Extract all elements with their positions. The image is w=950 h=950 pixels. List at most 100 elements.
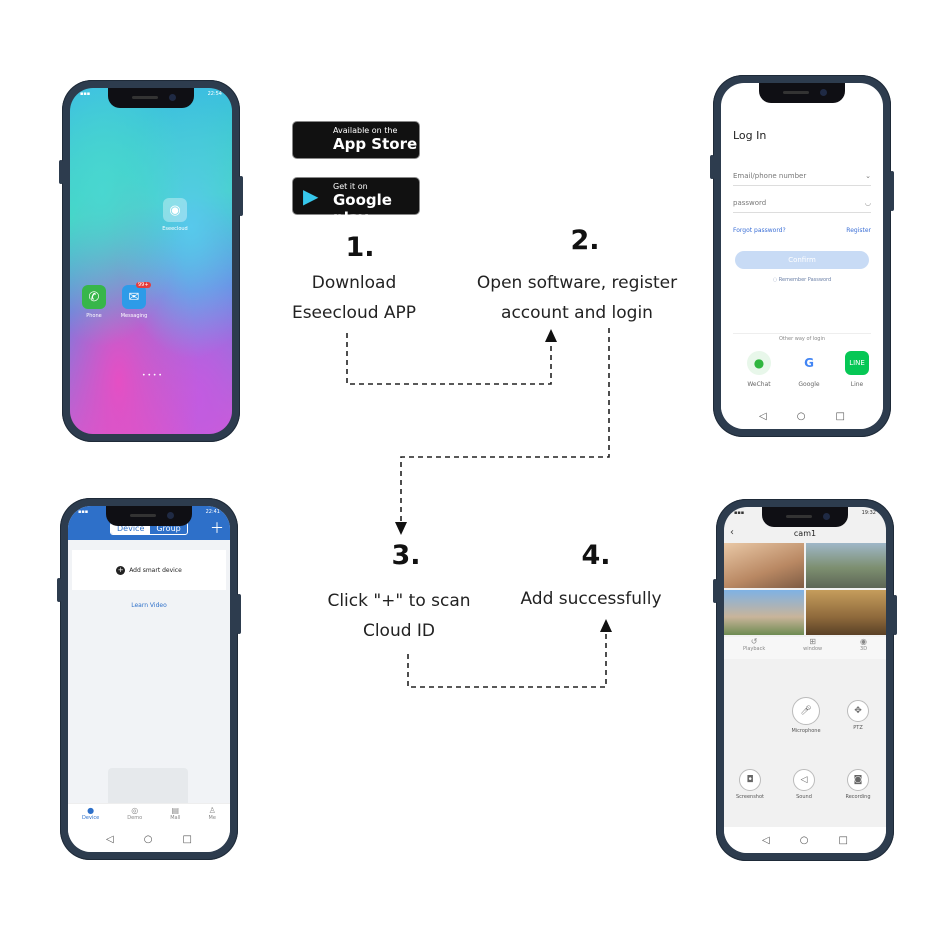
phone-device-list-screen: ▪▪▪22:41 Device Group ＋ + Add smart devi… <box>57 498 241 860</box>
add-smart-device-button[interactable]: + Add smart device <box>72 550 226 590</box>
arrowhead-down-2 <box>395 522 407 535</box>
google-label: Google <box>798 381 820 388</box>
sound-button[interactable]: ◁Sound <box>784 769 824 800</box>
chevron-down-icon: ⌄ <box>865 172 871 180</box>
speaker-icon: ◁ <box>793 769 815 791</box>
camera-title: cam1 <box>793 529 817 538</box>
messaging-badge: 99+ <box>136 282 151 288</box>
google-icon[interactable]: G <box>797 351 821 375</box>
home-icon[interactable]: ○ <box>143 833 153 845</box>
status-time: 22:54 <box>207 91 222 97</box>
status-time: 22:41 <box>205 509 220 515</box>
app-store-badge[interactable]: Available on the App Store <box>292 121 420 159</box>
check-circle-icon: ◌ <box>772 277 779 283</box>
window-button[interactable]: ⊞window <box>803 637 823 652</box>
android-navbar: ◁ ○ □ <box>721 403 883 429</box>
step-4-number: 4. <box>581 540 611 571</box>
recording-button[interactable]: ◙Recording <box>838 769 878 800</box>
mall-icon: ▤ <box>171 806 180 815</box>
arrow-3-to-4 <box>407 632 607 688</box>
eseecloud-app-icon[interactable]: ◉ <box>163 198 187 222</box>
microphone-icon: 🎤︎ <box>792 697 820 725</box>
back-icon[interactable]: ◁ <box>762 834 770 846</box>
camera-view-living-room[interactable] <box>724 543 804 588</box>
tab-device[interactable]: Device <box>111 523 151 534</box>
playback-button[interactable]: ↺Playback <box>742 637 766 652</box>
ptz-button[interactable]: ✥PTZ <box>838 700 878 731</box>
arrowhead-up-1 <box>545 329 557 342</box>
camera-view-house[interactable] <box>724 590 804 635</box>
eye-icon[interactable]: ◡ <box>864 199 871 207</box>
microphone-button[interactable]: 🎤︎Microphone <box>786 697 826 734</box>
playback-icon: ↺ <box>750 637 758 646</box>
recents-icon[interactable]: □ <box>835 410 845 422</box>
wechat-label: WeChat <box>747 381 771 388</box>
phone-app-label: Phone <box>86 313 102 319</box>
tab-bar-mall[interactable]: ▤Mall <box>170 806 181 821</box>
camera-grid <box>724 543 886 635</box>
screenshot-button[interactable]: ◘Screenshot <box>730 769 770 800</box>
messaging-app-label: Messaging <box>120 313 148 319</box>
password-field[interactable]: password◡ <box>733 194 871 213</box>
step-1-number: 1. <box>345 232 375 263</box>
bottom-tab-bar: ●Device ◎Demo ▤Mall ♙Me <box>68 803 230 826</box>
learn-video-link[interactable]: Learn Video <box>131 602 167 609</box>
play-triangle-icon: ▶ <box>303 184 319 208</box>
home-icon[interactable]: ○ <box>796 410 806 422</box>
camera-view-garage[interactable] <box>806 543 886 588</box>
user-icon: ♙ <box>208 806 216 815</box>
camera-icon: ◘ <box>739 769 761 791</box>
3d-button[interactable]: ◉3D <box>860 637 868 652</box>
back-chevron-icon[interactable]: ‹ <box>730 527 734 538</box>
google-play-badge[interactable]: ▶ Get it on Google play <box>292 177 420 227</box>
video-icon: ◙ <box>847 769 869 791</box>
eseecloud-app-label: Eseecloud <box>162 226 188 232</box>
demo-icon: ◎ <box>131 806 139 815</box>
email-field[interactable]: Email/phone number⌄ <box>733 167 871 186</box>
back-icon[interactable]: ◁ <box>106 833 114 845</box>
add-icon[interactable]: ＋ <box>210 521 224 537</box>
phone-app-icon[interactable]: ✆ <box>82 285 106 309</box>
camera-view-shop[interactable] <box>806 590 886 635</box>
back-icon[interactable]: ◁ <box>759 410 767 422</box>
phone-login-screen: Log In Email/phone number⌄ password◡ For… <box>710 75 894 437</box>
step-3-number: 3. <box>391 540 421 571</box>
android-navbar: ◁ ○ □ <box>68 826 230 852</box>
wechat-icon[interactable]: ● <box>747 351 771 375</box>
register-link[interactable]: Register <box>846 227 871 234</box>
tab-bar-me[interactable]: ♙Me <box>208 806 216 821</box>
line-icon[interactable]: LINE <box>845 351 869 375</box>
home-icon[interactable]: ○ <box>799 834 809 846</box>
tab-bar-device[interactable]: ●Device <box>82 806 100 821</box>
phone-home-screen: ▪▪▪22:54 ◉ Eseecloud ✆ Phone ✉ 99+ Messa… <box>59 80 243 442</box>
other-login-label: Other way of login <box>733 333 871 342</box>
plus-circle-icon: + <box>116 565 126 575</box>
recents-icon[interactable]: □ <box>838 834 848 846</box>
tab-bar-demo[interactable]: ◎Demo <box>127 806 143 821</box>
forgot-password-link[interactable]: Forgot password? <box>733 227 786 234</box>
recents-icon[interactable]: □ <box>182 833 192 845</box>
step-2-number: 2. <box>570 225 600 256</box>
sofa-illustration <box>108 768 188 808</box>
device-icon: ● <box>87 806 95 815</box>
android-navbar: ◁ ○ □ <box>724 827 886 853</box>
arrow-2-to-3 <box>400 328 610 522</box>
login-title: Log In <box>733 129 767 142</box>
window-icon: ⊞ <box>809 637 816 646</box>
phone-camera-screen: ▪▪▪19:32 ‹ cam1 ↺Playback ⊞window ◉3D 🎤︎… <box>713 499 897 861</box>
status-time: 19:32 <box>861 510 876 516</box>
line-label: Line <box>850 381 864 388</box>
step-4-text: Add successfully <box>520 589 662 609</box>
camera-tool-row: ↺Playback ⊞window ◉3D <box>724 637 886 659</box>
remember-password[interactable]: ◌ Remember Password <box>772 277 832 283</box>
arrow-1-to-2 <box>346 333 552 385</box>
messaging-app-icon[interactable]: ✉ <box>122 285 146 309</box>
tab-group[interactable]: Group <box>156 524 181 533</box>
arrowhead-up-3 <box>600 619 612 632</box>
ptz-icon: ✥ <box>847 700 869 722</box>
confirm-button[interactable]: Confirm <box>735 251 869 269</box>
